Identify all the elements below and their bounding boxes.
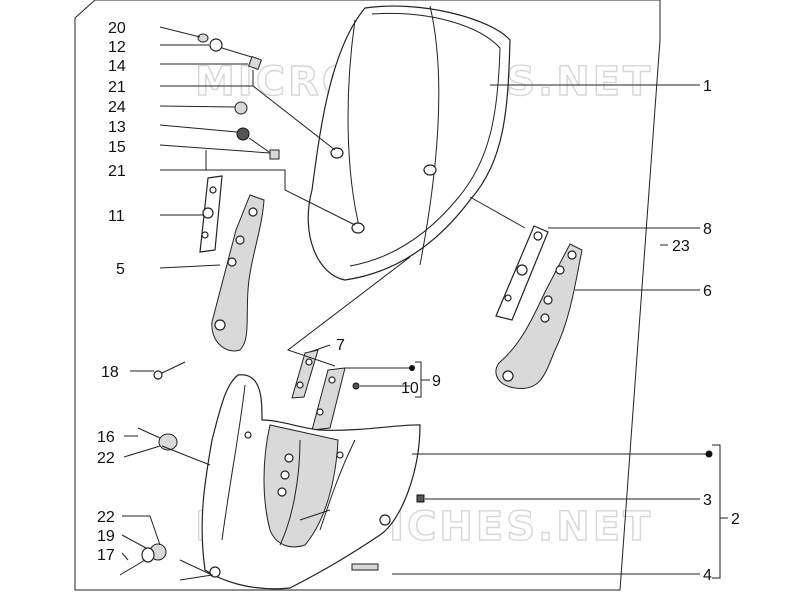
- callout-11: 11: [108, 208, 125, 225]
- washer-22-upper: [158, 433, 178, 451]
- callout-14: 14: [108, 58, 126, 75]
- screw-15: [248, 137, 273, 155]
- callout-13: 13: [108, 119, 126, 136]
- plate-9: [311, 367, 346, 431]
- washer-12: [209, 38, 223, 52]
- callout-21-lower: 21: [108, 163, 126, 180]
- windscreen-mount-hole-2: [351, 222, 365, 234]
- callout-22-upper: 22: [97, 450, 115, 467]
- callout-9: 9: [432, 373, 441, 390]
- windscreen-mount-hole-3: [330, 147, 344, 159]
- callout-5: 5: [116, 261, 125, 278]
- bracket-left-5: [211, 194, 265, 352]
- windscreen: [307, 5, 511, 281]
- assembly-boundary: [74, 0, 661, 591]
- callout-6: 6: [703, 283, 712, 300]
- nut-21-lower: [269, 149, 280, 160]
- leader-lines: [121, 26, 728, 581]
- callout-23: 23: [672, 238, 690, 255]
- callout-1: 1: [703, 78, 712, 95]
- nut-3: [416, 494, 425, 503]
- callouts: 20 12 14 21 24 13 15 21 11 5 1 8 23 6 7 …: [97, 20, 740, 584]
- callout-17: 17: [97, 547, 115, 564]
- windscreen-mount-hole-1: [423, 164, 437, 176]
- callout-21-upper: 21: [108, 79, 126, 96]
- bracket-left-11: [199, 175, 223, 253]
- front-cover: [201, 374, 421, 590]
- bracket-right-6: [495, 243, 583, 390]
- screw-16: [137, 427, 161, 439]
- callout-24: 24: [108, 99, 126, 116]
- callout-18: 18: [101, 364, 119, 381]
- callout-2: 2: [731, 511, 740, 528]
- nut-21-upper: [247, 55, 263, 71]
- leader-dot-2: [705, 450, 713, 458]
- callout-15: 15: [108, 139, 126, 156]
- grommet-24: [234, 101, 248, 115]
- callout-20: 20: [108, 20, 126, 37]
- bracket-right-8: [495, 225, 549, 321]
- callout-22-lower: 22: [97, 509, 115, 526]
- washer-19: [141, 547, 155, 563]
- nut-10: [352, 382, 360, 390]
- callout-12: 12: [108, 39, 126, 56]
- leader-dot-9: [409, 365, 415, 371]
- callout-7: 7: [336, 337, 345, 354]
- callout-16: 16: [97, 429, 115, 446]
- hardware-upper: [197, 33, 280, 160]
- washer-13: [236, 127, 250, 141]
- callout-4: 4: [703, 567, 712, 584]
- callout-8: 8: [703, 221, 712, 238]
- cap-20: [197, 33, 209, 43]
- screw-18: [153, 361, 186, 380]
- screw-14: [221, 47, 256, 59]
- callout-10: 10: [401, 380, 419, 397]
- clip-4: [351, 563, 379, 571]
- plate-7: [291, 349, 319, 399]
- screw-17: [119, 559, 146, 576]
- callout-3: 3: [703, 492, 712, 509]
- callout-19: 19: [97, 528, 115, 545]
